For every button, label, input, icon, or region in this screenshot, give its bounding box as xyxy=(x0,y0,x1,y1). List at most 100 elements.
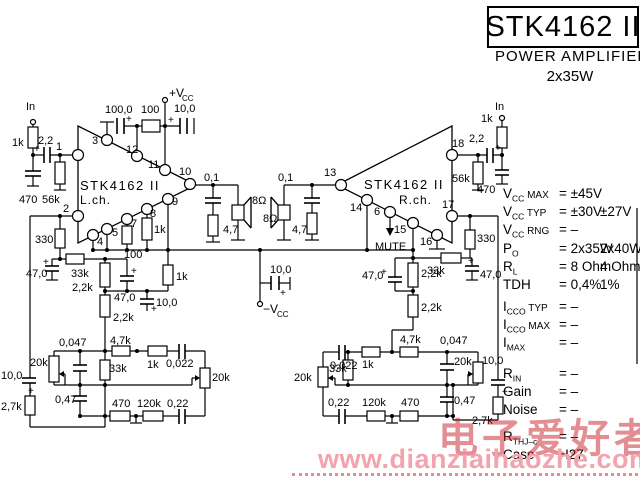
speaker-horn xyxy=(270,196,279,206)
spec-name: IMAX xyxy=(503,335,526,353)
terminal xyxy=(161,96,169,104)
label: In xyxy=(495,101,504,113)
resistor xyxy=(141,119,161,133)
spec-value: = 2x35W xyxy=(559,241,613,256)
label: 330 xyxy=(477,233,495,245)
label: 9 xyxy=(172,196,178,208)
label: 0,047 xyxy=(440,335,468,347)
label: 47,0 xyxy=(26,268,47,280)
arrow-head xyxy=(328,375,333,381)
spec-value: = ±45V xyxy=(559,186,603,201)
junction-dot xyxy=(103,289,107,293)
label: 470 xyxy=(112,398,130,410)
label: 20k xyxy=(294,372,312,384)
label: 0,1 xyxy=(204,172,219,184)
resistor xyxy=(54,228,66,249)
spec-value: = – xyxy=(559,402,579,417)
resistor xyxy=(111,345,131,357)
label: 16 xyxy=(420,236,432,248)
spec-name: ICCO TYP xyxy=(503,299,548,317)
junction-dot xyxy=(411,248,415,252)
junction-dot xyxy=(451,383,455,387)
spec-value: = – xyxy=(559,222,579,237)
label: 8Ω xyxy=(263,213,277,225)
resistor xyxy=(464,229,476,250)
label: 12 xyxy=(126,144,138,156)
pin-circle xyxy=(445,209,459,223)
resistor xyxy=(440,252,462,264)
spec-value: = – xyxy=(559,335,579,350)
resistor xyxy=(65,253,85,265)
label: 4 xyxy=(97,236,103,248)
resistor xyxy=(407,262,419,288)
label: 100 xyxy=(124,249,142,261)
pin-circle xyxy=(161,192,175,206)
label: 20k xyxy=(454,356,472,368)
junction-dot xyxy=(58,214,62,218)
label: 1 xyxy=(56,141,62,153)
label: 33k xyxy=(329,363,347,375)
label: 18 xyxy=(452,138,464,150)
speaker-horn xyxy=(243,196,252,206)
junction-dot xyxy=(411,256,415,260)
resistor xyxy=(306,212,318,235)
label: 10,0 xyxy=(1,370,22,382)
label: 1k xyxy=(12,137,24,149)
spec-row: VCC RNG= – xyxy=(503,222,578,240)
junction-dot xyxy=(258,248,262,252)
terminal xyxy=(29,118,37,126)
pin-circle xyxy=(360,193,374,207)
label: 10 xyxy=(179,166,191,178)
label: 8Ω xyxy=(252,195,266,207)
label: −V xyxy=(263,302,278,316)
label: 2 xyxy=(63,203,69,215)
label: 10,0 xyxy=(270,264,291,276)
spec-name: VCC TYP xyxy=(503,204,547,222)
spec-value: = – xyxy=(559,299,579,314)
spec-value: = – xyxy=(559,366,579,381)
junction-dot xyxy=(145,248,149,252)
label: 0,1 xyxy=(278,172,293,184)
pin-circle xyxy=(130,149,144,163)
label: 4,7 xyxy=(223,224,238,236)
pin-circle xyxy=(445,148,459,162)
label: + xyxy=(126,114,132,125)
label: 20k xyxy=(212,372,230,384)
junction-dot xyxy=(500,153,504,157)
spec-value: = 8 Ohm xyxy=(559,259,612,274)
label: 4,7k xyxy=(110,335,131,347)
power-rating: 2x35W xyxy=(546,68,594,85)
label: 10,0 xyxy=(156,297,177,309)
label: 0,022 xyxy=(330,360,358,372)
spec-row: RTHJ–c= – xyxy=(503,429,578,447)
spec-row: VCC MAX= ±45V xyxy=(503,186,602,204)
resistor xyxy=(366,410,386,422)
label: 120k xyxy=(137,398,161,410)
label: 2,2k xyxy=(72,282,93,294)
label: 10,0 xyxy=(482,355,503,367)
junction-dot xyxy=(365,248,369,252)
label: + xyxy=(280,288,286,299)
junction-dot xyxy=(135,349,139,353)
resistor xyxy=(407,294,419,318)
junction-dot xyxy=(105,248,109,252)
label: 8 xyxy=(150,208,156,220)
label: STK4162 II xyxy=(80,178,160,193)
label: MUTE xyxy=(375,241,406,253)
label: L.ch. xyxy=(80,193,111,207)
label: + xyxy=(34,144,40,155)
spec-value: H27 xyxy=(559,447,584,462)
junction-dot xyxy=(476,153,480,157)
part-title-box: STK4162 II xyxy=(485,6,640,48)
resistor xyxy=(141,217,153,241)
resistor xyxy=(492,396,504,415)
spec-value-alt: ±27V xyxy=(600,204,632,219)
label: 470 xyxy=(19,194,37,206)
arrow-head xyxy=(195,375,200,381)
label: + xyxy=(168,115,174,126)
label: 47,0 xyxy=(362,270,383,282)
speaker xyxy=(231,204,245,221)
spec-name: ICCO MAX xyxy=(503,317,551,335)
dotted-line xyxy=(292,473,638,476)
